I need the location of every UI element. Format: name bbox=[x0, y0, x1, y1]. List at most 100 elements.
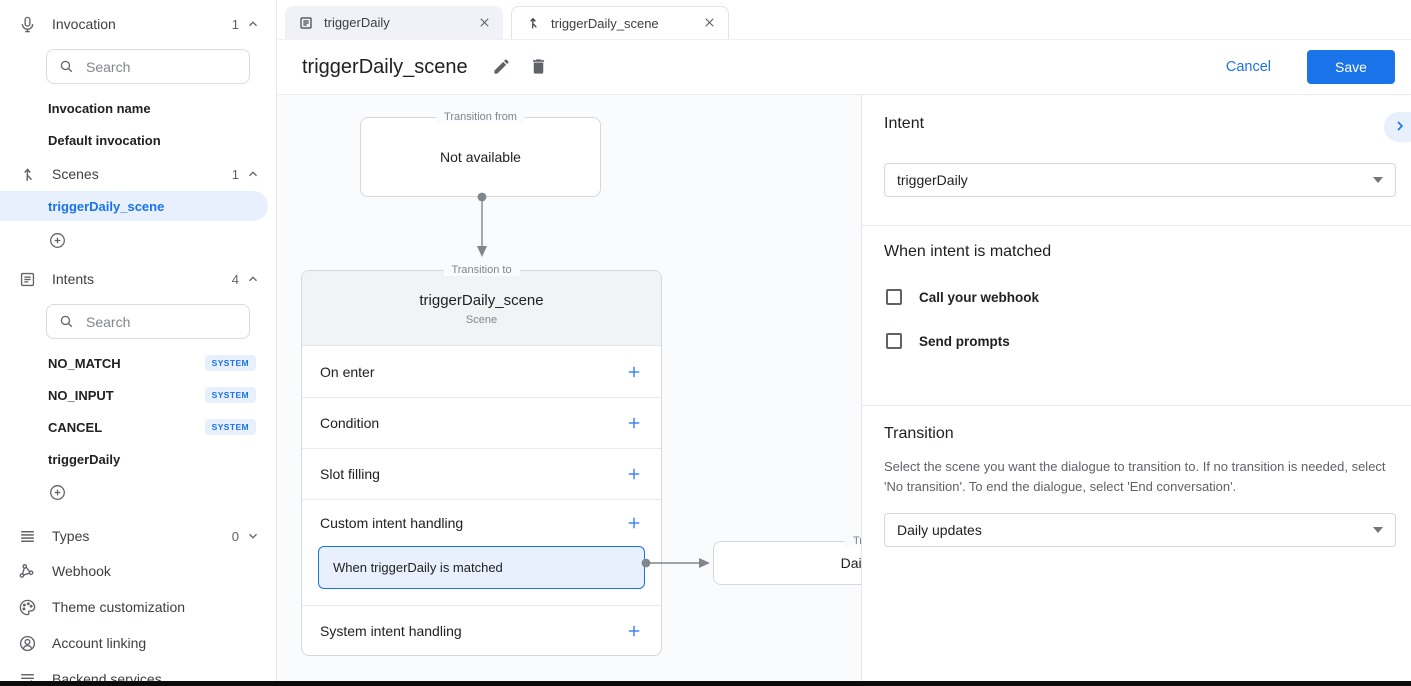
scene-header: triggerDaily_scene Cancel Save bbox=[277, 40, 1411, 95]
flow-canvas[interactable]: Transition from Not available Transition… bbox=[277, 95, 861, 686]
divider bbox=[862, 225, 1411, 226]
scene-row-custom-intent-handling: Custom intent handling When triggerDaily… bbox=[302, 499, 661, 605]
invocation-search-input[interactable] bbox=[84, 57, 238, 76]
section-label: Intents bbox=[52, 271, 95, 287]
scene-node-title: triggerDaily_scene bbox=[419, 292, 544, 309]
sidebar: Invocation 1 Invocation name Default inv… bbox=[0, 0, 277, 686]
section-count: 1 bbox=[231, 166, 239, 182]
scene-node: Transition to triggerDaily_scene Scene O… bbox=[301, 264, 662, 656]
section-count: 1 bbox=[231, 16, 239, 32]
chevron-up-icon[interactable] bbox=[246, 167, 260, 181]
section-label: Scenes bbox=[52, 166, 99, 182]
save-button[interactable]: Save bbox=[1307, 50, 1395, 84]
system-badge: SYSTEM bbox=[204, 355, 256, 371]
close-icon[interactable] bbox=[477, 15, 493, 31]
palette-icon bbox=[18, 597, 38, 617]
scene-icon bbox=[18, 164, 38, 184]
node-legend: Transition from bbox=[436, 111, 525, 123]
sidebar-section-scenes[interactable]: Scenes 1 bbox=[0, 160, 276, 188]
add-on-enter-button[interactable] bbox=[625, 363, 643, 381]
search-icon bbox=[60, 60, 73, 73]
intent-select-value: triggerDaily bbox=[897, 172, 968, 188]
sidebar-item-account-linking[interactable]: Account linking bbox=[0, 625, 276, 661]
add-intent-button[interactable] bbox=[0, 475, 276, 509]
sidebar-item-label: Theme customization bbox=[52, 599, 186, 615]
transition-description: Select the scene you want the dialogue t… bbox=[884, 459, 1386, 494]
collapse-panel-button[interactable] bbox=[1384, 112, 1411, 142]
sidebar-item-invocation-name[interactable]: Invocation name bbox=[48, 100, 151, 116]
matched-intent-node[interactable]: When triggerDaily is matched bbox=[318, 546, 645, 589]
intent-heading: Intent bbox=[884, 115, 925, 132]
sidebar-item-no-input[interactable]: NO_INPUT SYSTEM bbox=[0, 379, 276, 411]
sidebar-item-default-invocation[interactable]: Default invocation bbox=[48, 132, 161, 148]
account-icon bbox=[18, 633, 38, 653]
cancel-button[interactable]: Cancel bbox=[1220, 58, 1277, 76]
send-prompts-row: Send prompts bbox=[886, 333, 1010, 349]
sidebar-item-triggerdaily-scene[interactable]: triggerDaily_scene bbox=[0, 191, 268, 221]
invocation-search[interactable] bbox=[46, 49, 250, 84]
transition-target-text: Daily updates bbox=[840, 555, 861, 571]
intent-detail-panel: Intent triggerDaily When intent is match… bbox=[861, 95, 1411, 686]
add-condition-button[interactable] bbox=[625, 414, 643, 432]
close-icon[interactable] bbox=[702, 15, 718, 31]
add-system-intent-button[interactable] bbox=[625, 622, 643, 640]
tab-label: triggerDaily bbox=[324, 15, 390, 30]
section-label: Types bbox=[52, 528, 90, 544]
scene-row-slot-filling: Slot filling bbox=[302, 448, 661, 499]
edit-icon[interactable] bbox=[492, 57, 512, 77]
window-bottom-edge bbox=[0, 681, 1411, 686]
search-icon bbox=[60, 315, 73, 328]
section-label: Invocation bbox=[52, 16, 116, 32]
sidebar-section-intents[interactable]: Intents 4 bbox=[0, 265, 276, 293]
add-slot-filling-button[interactable] bbox=[625, 465, 643, 483]
flow-arrow-right bbox=[641, 558, 710, 568]
add-scene-button[interactable] bbox=[0, 223, 276, 257]
transition-from-text: Not available bbox=[440, 149, 521, 165]
main-area: triggerDaily triggerDaily_scene triggerD… bbox=[277, 0, 1411, 686]
sidebar-section-types[interactable]: Types 0 bbox=[0, 519, 276, 553]
webhook-icon bbox=[18, 561, 38, 581]
page-title: triggerDaily_scene bbox=[302, 55, 468, 78]
sidebar-item-theme-customization[interactable]: Theme customization bbox=[0, 589, 276, 625]
intent-select[interactable]: triggerDaily bbox=[884, 163, 1396, 197]
transition-select[interactable]: Daily updates bbox=[884, 513, 1396, 547]
section-count: 4 bbox=[231, 271, 239, 287]
dropdown-caret-icon bbox=[1373, 527, 1383, 533]
send-prompts-checkbox[interactable] bbox=[886, 333, 902, 349]
transition-select-value: Daily updates bbox=[897, 522, 982, 538]
call-webhook-row: Call your webhook bbox=[886, 289, 1039, 305]
chevron-down-icon[interactable] bbox=[246, 529, 260, 543]
when-matched-heading: When intent is matched bbox=[884, 243, 1052, 260]
intents-search-input[interactable] bbox=[84, 312, 238, 331]
scene-row-on-enter: On enter bbox=[302, 346, 661, 397]
types-icon bbox=[18, 526, 38, 546]
scene-row-system-intent-handling: System intent handling bbox=[302, 605, 661, 656]
delete-icon[interactable] bbox=[529, 57, 549, 77]
chevron-up-icon[interactable] bbox=[246, 17, 260, 31]
intents-search[interactable] bbox=[46, 304, 250, 339]
tab-triggerdaily-scene[interactable]: triggerDaily_scene bbox=[511, 6, 729, 39]
tab-strip: triggerDaily triggerDaily_scene bbox=[277, 0, 1411, 40]
flow-arrow-down bbox=[477, 192, 487, 257]
system-badge: SYSTEM bbox=[204, 387, 256, 403]
scene-row-condition: Condition bbox=[302, 397, 661, 448]
sidebar-item-no-match[interactable]: NO_MATCH SYSTEM bbox=[0, 347, 276, 379]
sidebar-item-triggerdaily[interactable]: triggerDaily bbox=[48, 451, 121, 467]
chevron-right-icon bbox=[1392, 118, 1408, 137]
node-legend: Transition to bbox=[443, 264, 520, 276]
tab-triggerdaily[interactable]: triggerDaily bbox=[285, 6, 503, 39]
node-legend: Transition to bbox=[844, 535, 861, 547]
sidebar-section-invocation[interactable]: Invocation 1 bbox=[0, 10, 276, 38]
sidebar-item-cancel[interactable]: CANCEL SYSTEM bbox=[0, 411, 276, 443]
scene-node-header: triggerDaily_scene Scene bbox=[302, 271, 661, 346]
sidebar-item-webhook[interactable]: Webhook bbox=[0, 553, 276, 589]
section-count: 0 bbox=[231, 528, 239, 544]
intent-list-icon bbox=[298, 15, 314, 31]
chevron-up-icon[interactable] bbox=[246, 272, 260, 286]
intent-list-icon bbox=[18, 269, 38, 289]
transition-heading: Transition bbox=[884, 425, 954, 442]
call-webhook-checkbox[interactable] bbox=[886, 289, 902, 305]
divider bbox=[862, 405, 1411, 406]
add-custom-intent-button[interactable] bbox=[625, 514, 643, 532]
